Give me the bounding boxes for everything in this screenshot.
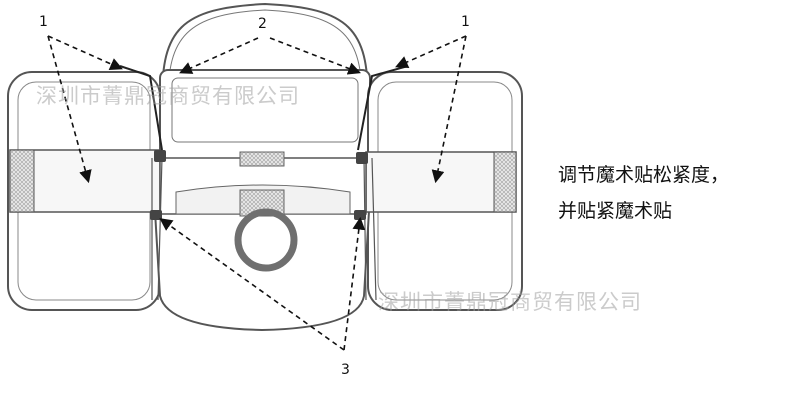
right-top-strap [357,65,409,151]
callout-2: 2 [258,16,267,32]
top-mesh-tab [239,151,285,167]
leader-3-right [343,216,366,351]
callout-3: 3 [341,362,350,378]
callout-1-right: 1 [461,14,470,30]
d-ring [234,208,298,272]
left-lower-buckle [150,210,162,220]
leader-1-left-b [47,35,92,184]
leader-1-left-a [47,35,123,70]
leader-lines [47,35,467,351]
leader-2-left [179,37,259,74]
center-upper-panel-inner [171,77,359,143]
leader-1-right-b [431,35,467,184]
watermark-top: 深圳市菁鼎冠商贸有限公司 [36,84,300,108]
leader-3-left [159,218,345,351]
instruction-line-2: 并贴紧魔术贴 [558,200,673,222]
instruction-line-1: 调节魔术贴松紧度， [558,164,730,186]
right-lower-buckle [354,210,366,220]
right-upper-buckle [356,152,368,164]
right-strap-mesh [493,151,517,213]
left-upper-buckle [154,150,166,162]
watermark-bottom: 深圳市菁鼎冠商贸有限公司 [378,290,642,314]
back-handle-inner [167,9,363,101]
leader-1-right-a [395,35,467,68]
left-top-strap [119,65,163,151]
callout-1-left: 1 [39,14,48,30]
leader-2-right [269,37,361,75]
left-strap-mesh [9,149,35,213]
back-handle [161,2,369,101]
